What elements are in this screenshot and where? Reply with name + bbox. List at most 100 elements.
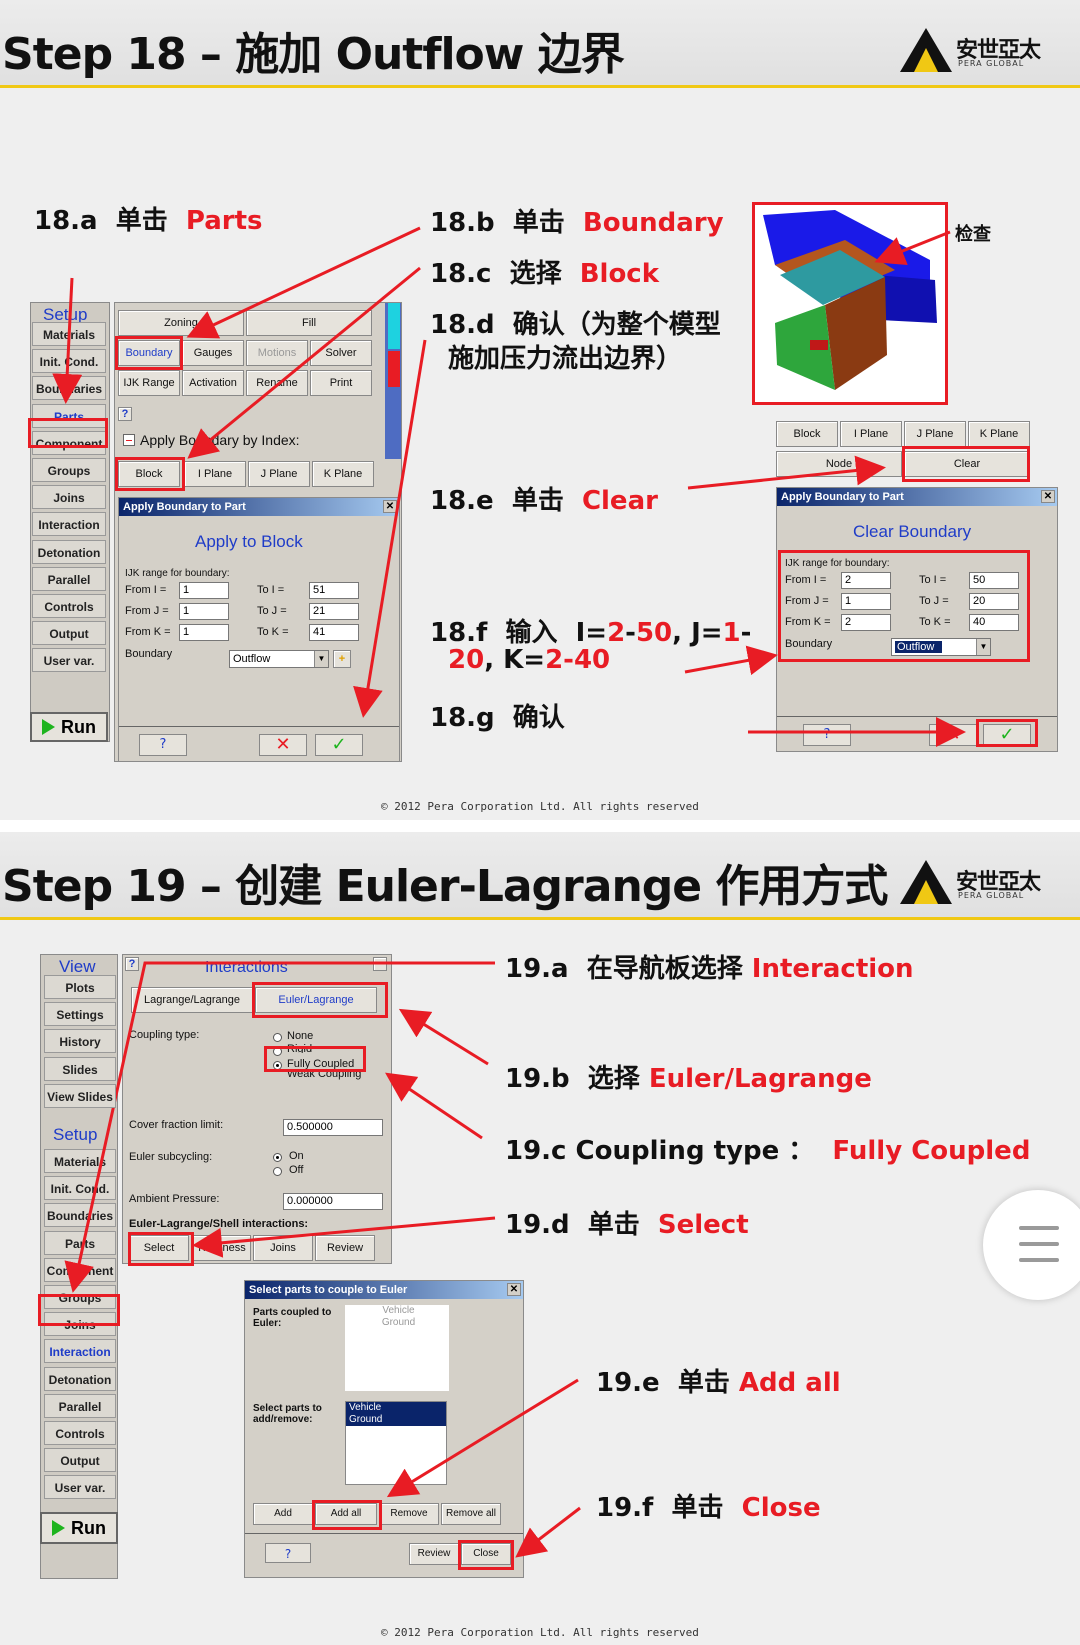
boundary-select[interactable]: Outflow▼ <box>891 638 991 656</box>
cancel-button[interactable]: ✕ <box>929 724 977 746</box>
index-tab-jplane[interactable]: J Plane <box>248 461 310 487</box>
nav-item-detonation[interactable]: Detonation <box>44 1366 116 1391</box>
thickness-button[interactable]: Thickness <box>191 1235 251 1261</box>
help-button[interactable]: ? <box>803 724 851 746</box>
nav-item-interaction[interactable]: Interaction <box>32 512 106 537</box>
remove-button[interactable]: Remove <box>379 1503 439 1525</box>
radio-subcycling-on[interactable] <box>273 1153 282 1162</box>
nav-item-init-cond[interactable]: Init. Cond. <box>44 1176 116 1201</box>
nav-item-slides[interactable]: Slides <box>44 1056 116 1081</box>
run-button[interactable]: Run <box>30 712 108 742</box>
radio-rigid[interactable] <box>273 1047 282 1056</box>
from-i-input[interactable]: 2 <box>841 572 891 589</box>
nav-item-output[interactable]: Output <box>32 621 106 646</box>
tab-rename[interactable]: Rename <box>246 370 308 396</box>
to-k-input[interactable]: 41 <box>309 624 359 641</box>
nav-item-boundaries[interactable]: Boundaries <box>44 1203 116 1228</box>
node-button[interactable]: Node <box>776 451 902 477</box>
radio-subcycling-off[interactable] <box>273 1167 282 1176</box>
right-tab-jplane[interactable]: J Plane <box>904 421 966 447</box>
nav-item-parallel[interactable]: Parallel <box>44 1393 116 1418</box>
nav-item-init-cond[interactable]: Init. Cond. <box>32 349 106 374</box>
nav-item-output[interactable]: Output <box>44 1448 116 1473</box>
nav-item-history[interactable]: History <box>44 1029 116 1054</box>
nav-item-plots[interactable]: Plots <box>44 975 116 999</box>
tab-gauges[interactable]: Gauges <box>182 340 244 366</box>
list-item[interactable]: Ground <box>381 1317 416 1328</box>
collapse-icon[interactable] <box>123 434 135 446</box>
tab-euler-lagrange[interactable]: Euler/Lagrange <box>255 987 377 1013</box>
nav-item-controls[interactable]: Controls <box>32 594 106 618</box>
to-j-input[interactable]: 21 <box>309 603 359 620</box>
nav-item-interaction[interactable]: Interaction <box>44 1339 116 1364</box>
nav-item-component[interactable]: Component <box>44 1257 116 1282</box>
radio-none[interactable] <box>273 1033 282 1042</box>
nav-item-detonation[interactable]: Detonation <box>32 539 106 564</box>
to-j-input[interactable]: 20 <box>969 593 1019 610</box>
floating-menu-button[interactable] <box>983 1190 1080 1300</box>
coupled-parts-list[interactable]: Vehicle Ground <box>345 1305 449 1391</box>
nav-item-materials[interactable]: Materials <box>44 1149 116 1173</box>
ambient-pressure-input[interactable]: 0.000000 <box>283 1193 383 1210</box>
close-icon[interactable]: ✕ <box>383 500 397 513</box>
from-j-input[interactable]: 1 <box>841 593 891 610</box>
to-i-input[interactable]: 51 <box>309 582 359 599</box>
boundary-select[interactable]: Outflow▼ <box>229 650 329 668</box>
help-icon[interactable]: ? <box>118 407 132 421</box>
tab-motions[interactable]: Motions <box>246 340 308 366</box>
nav-item-groups[interactable]: Groups <box>44 1285 116 1309</box>
tab-fill[interactable]: Fill <box>246 310 372 336</box>
nav-item-joins[interactable]: Joins <box>44 1312 116 1337</box>
joins-button[interactable]: Joins <box>253 1235 313 1261</box>
clear-button[interactable]: Clear <box>904 451 1030 477</box>
ok-button[interactable]: ✓ <box>315 734 363 756</box>
select-button[interactable]: Select <box>129 1235 189 1261</box>
to-k-input[interactable]: 40 <box>969 614 1019 631</box>
add-boundary-icon[interactable]: + <box>333 650 351 668</box>
right-tab-iplane[interactable]: I Plane <box>840 421 902 447</box>
tab-ijk-range[interactable]: IJK Range <box>118 370 180 396</box>
list-item[interactable]: Vehicle <box>382 1305 415 1316</box>
ok-button[interactable]: ✓ <box>983 724 1031 746</box>
minimize-icon[interactable]: – <box>373 957 387 971</box>
radio-fully-coupled[interactable] <box>273 1061 282 1070</box>
run-button[interactable]: Run <box>40 1512 118 1544</box>
nav-item-groups[interactable]: Groups <box>32 458 106 482</box>
from-j-input[interactable]: 1 <box>179 603 229 620</box>
right-tab-block[interactable]: Block <box>776 421 838 447</box>
help-icon[interactable]: ? <box>125 957 139 971</box>
remove-all-button[interactable]: Remove all <box>441 1503 501 1525</box>
cover-fraction-input[interactable]: 0.500000 <box>283 1119 383 1136</box>
index-tab-kplane[interactable]: K Plane <box>312 461 374 487</box>
nav-item-materials[interactable]: Materials <box>32 322 106 346</box>
list-item[interactable]: Ground <box>346 1414 446 1426</box>
help-button[interactable]: ? <box>139 734 187 756</box>
from-k-input[interactable]: 2 <box>841 614 891 631</box>
review-button[interactable]: Review <box>315 1235 375 1261</box>
tab-lagrange-lagrange[interactable]: Lagrange/Lagrange <box>131 987 253 1013</box>
close-icon[interactable]: ✕ <box>507 1283 521 1296</box>
tab-zoning[interactable]: Zoning <box>118 310 244 336</box>
tab-print[interactable]: Print <box>310 370 372 396</box>
tab-activation[interactable]: Activation <box>182 370 244 396</box>
index-tab-block[interactable]: Block <box>118 461 180 487</box>
nav-item-joins[interactable]: Joins <box>32 485 106 510</box>
dialog-review-button[interactable]: Review <box>409 1543 459 1565</box>
from-k-input[interactable]: 1 <box>179 624 229 641</box>
nav-item-boundaries[interactable]: Boundaries <box>32 376 106 401</box>
right-tab-kplane[interactable]: K Plane <box>968 421 1030 447</box>
nav-item-parallel[interactable]: Parallel <box>32 566 106 591</box>
nav-item-parts[interactable]: Parts <box>44 1230 116 1255</box>
help-button[interactable]: ? <box>265 1543 311 1563</box>
close-icon[interactable]: ✕ <box>1041 490 1055 503</box>
nav-item-controls[interactable]: Controls <box>44 1421 116 1445</box>
nav-item-component[interactable]: Component <box>32 430 106 455</box>
nav-item-parts[interactable]: Parts <box>32 403 106 428</box>
index-tab-iplane[interactable]: I Plane <box>184 461 246 487</box>
list-item[interactable]: Vehicle <box>346 1402 446 1414</box>
to-i-input[interactable]: 50 <box>969 572 1019 589</box>
dialog-close-button[interactable]: Close <box>461 1543 511 1565</box>
nav-item-settings[interactable]: Settings <box>44 1002 116 1027</box>
select-parts-list[interactable]: Vehicle Ground <box>345 1401 447 1485</box>
tab-solver[interactable]: Solver <box>310 340 372 366</box>
